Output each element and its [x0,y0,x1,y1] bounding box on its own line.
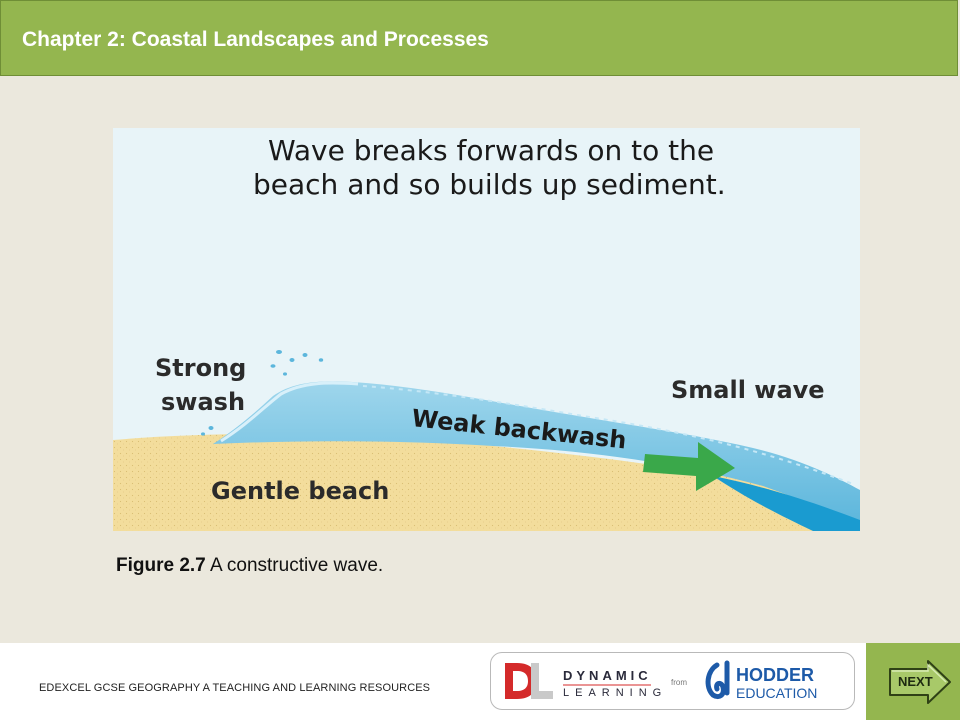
logo-graphics: DL DYNAMIC LEARNING from HODDER EDUCATIO… [505,660,817,701]
wave-water [213,381,860,525]
dynamic-logo-line2: LEARNING [563,687,667,699]
figure-caption-text: A constructive wave. [209,555,384,576]
footer-resources-text: EDEXCEL GCSE GEOGRAPHY A TEACHING AND LE… [39,682,431,694]
publisher-logos: DL DYNAMIC LEARNING from HODDER EDUCATIO… [490,652,855,710]
strong-swash-label-line2: swash [161,388,245,416]
next-button[interactable]: NEXT [898,674,933,689]
from-text: from [671,678,687,687]
hodder-logo-line1: HODDER [736,665,814,685]
backwash-arrow [643,442,735,491]
constructive-wave-figure: Wave breaks forwards on to the beach and… [113,128,860,531]
next-arrow-icon[interactable] [888,659,952,705]
spray-droplets [201,350,324,436]
figure-heading-line2: beach and so builds up sediment. [253,168,726,201]
figure-caption-label: Figure 2.7 [116,555,206,576]
figure-caption: Figure 2.7 A constructive wave. [116,555,383,577]
dynamic-logo-line1: DYNAMIC [563,668,652,683]
small-wave-label: Small wave [671,376,825,404]
hodder-logo-mark [705,660,730,700]
hodder-logo-line2: EDUCATION [736,685,817,701]
strong-swash-label-line1: Strong [155,354,246,382]
chapter-header: Chapter 2: Coastal Landscapes and Proces… [0,0,958,76]
figure-heading-line1: Wave breaks forwards on to the [268,134,714,167]
chapter-title: Chapter 2: Coastal Landscapes and Proces… [22,28,489,51]
gentle-beach-label: Gentle beach [211,477,389,505]
dynamic-learning-logo-mark: DL [505,663,553,699]
wave-diagram: Wave breaks forwards on to the beach and… [113,128,860,531]
